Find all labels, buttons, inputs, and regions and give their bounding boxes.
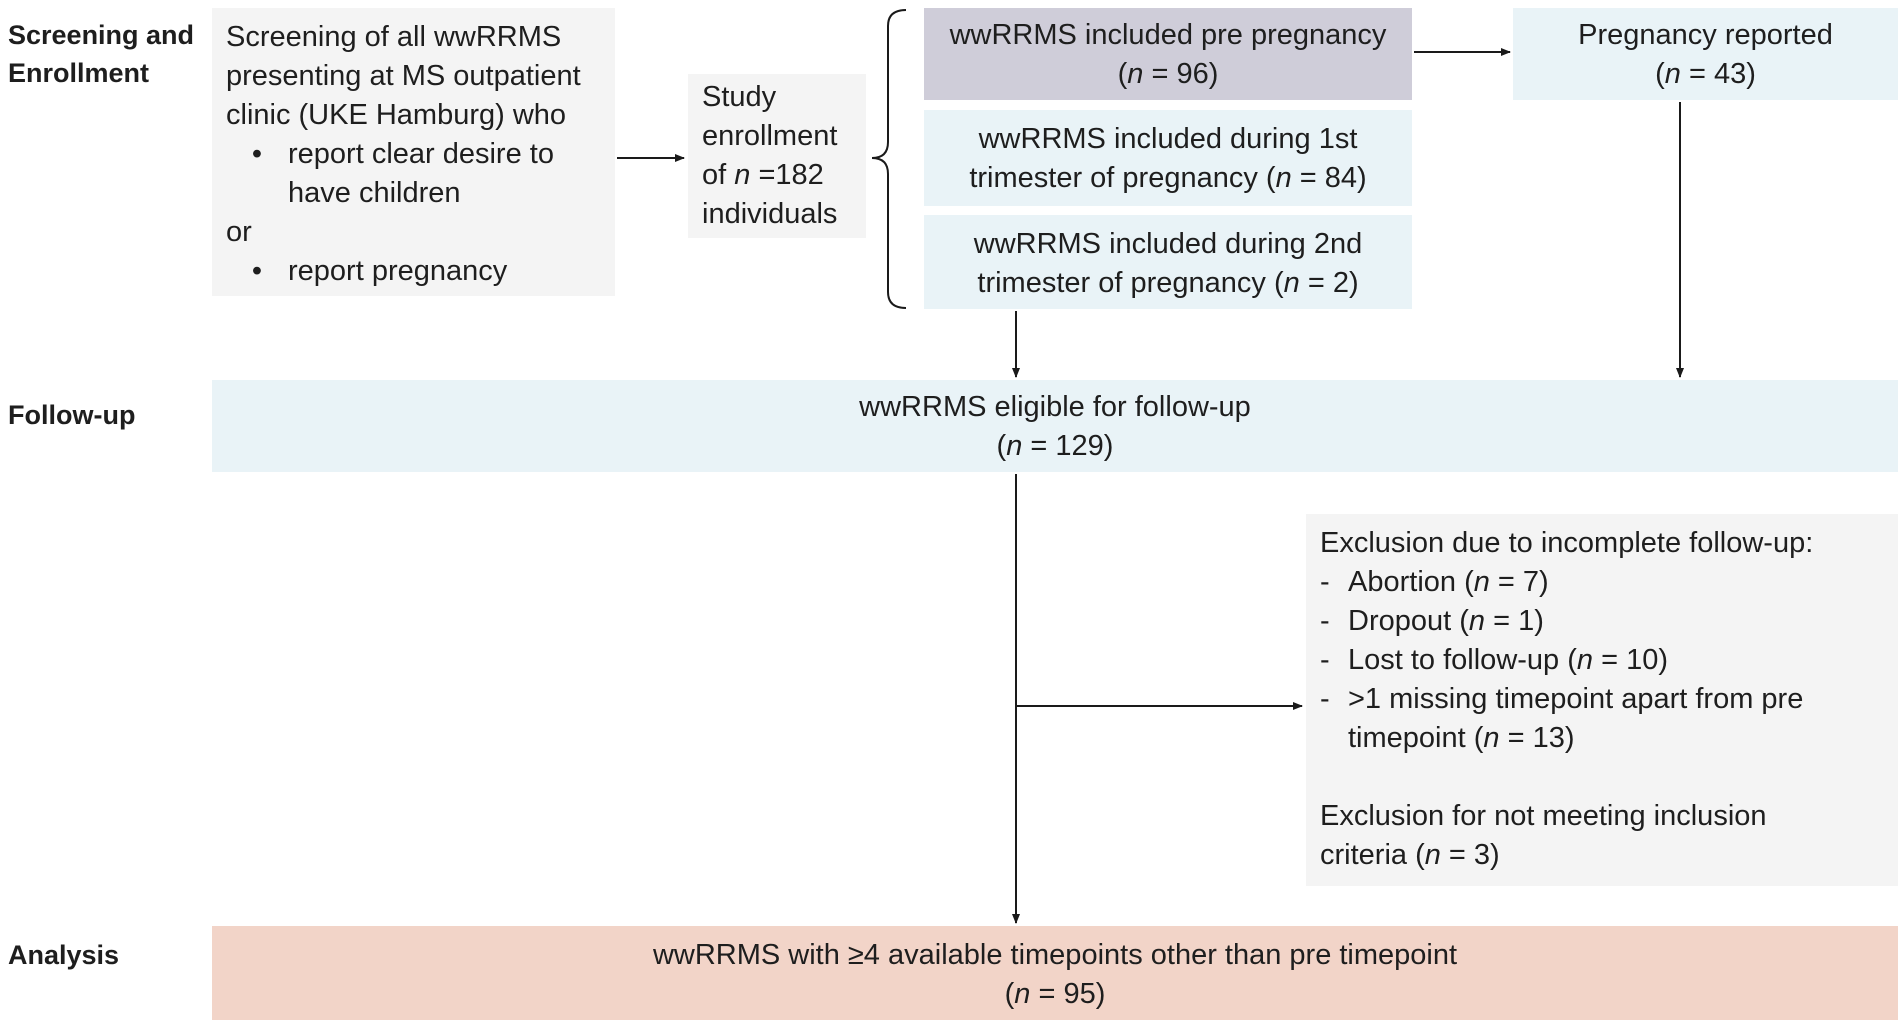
first-trimester-line2: trimester of pregnancy (n = 84) <box>969 162 1367 194</box>
exclusion-box: Exclusion due to incomplete follow-up: -… <box>1306 514 1898 886</box>
exclusion-item: - Dropout (n = 1) <box>1320 605 1544 637</box>
pre-pregnancy-count: (n = 96) <box>1117 58 1219 90</box>
screening-line: presenting at MS outpatient <box>226 60 581 92</box>
second-trimester-line1: wwRRMS included during 2nd <box>973 228 1363 260</box>
bullet-text: report pregnancy <box>288 255 508 287</box>
exclusion-criteria-line1: Exclusion for not meeting inclusion <box>1320 800 1767 832</box>
enrollment-line: Study <box>702 81 777 113</box>
stage-label-screening-line1: Screening and <box>8 20 195 50</box>
bullet-icon: • <box>251 255 263 287</box>
exclusion-item: - Lost to follow-up (n = 10) <box>1320 644 1668 676</box>
pre-pregnancy-label: wwRRMS included pre pregnancy <box>949 19 1387 51</box>
screening-or: or <box>226 216 252 248</box>
followup-count: (n = 129) <box>996 430 1114 462</box>
exclusion-heading: Exclusion due to incomplete follow-up: <box>1320 527 1814 559</box>
bullet-text: report clear desire to <box>288 138 554 170</box>
exclusion-item: - Abortion (n = 7) <box>1320 566 1549 598</box>
first-trimester-line1: wwRRMS included during 1st <box>978 123 1358 155</box>
first-trimester-box: wwRRMS included during 1st trimester of … <box>924 110 1412 206</box>
screening-line: clinic (UKE Hamburg) who <box>226 99 567 131</box>
enrollment-line: individuals <box>702 198 838 230</box>
pregnancy-reported-box: Pregnancy reported (n = 43) <box>1513 8 1898 100</box>
enrollment-box: Study enrollment of n =182 individuals <box>688 74 866 238</box>
bullet-icon: • <box>251 138 263 170</box>
bullet-text: have children <box>288 177 461 209</box>
second-trimester-box: wwRRMS included during 2nd trimester of … <box>924 215 1412 309</box>
exclusion-item: - >1 missing timepoint apart from pre ti… <box>1320 683 1804 754</box>
pregnancy-reported-label: Pregnancy reported <box>1578 19 1833 51</box>
analysis-count: (n = 95) <box>1004 978 1106 1010</box>
pregnancy-reported-count: (n = 43) <box>1655 58 1756 90</box>
followup-box: wwRRMS eligible for follow-up (n = 129) <box>212 380 1898 472</box>
second-trimester-line2: trimester of pregnancy (n = 2) <box>977 267 1359 299</box>
screening-line: Screening of all wwRRMS <box>226 21 562 53</box>
analysis-box: wwRRMS with ≥4 available timepoints othe… <box>212 926 1898 1020</box>
screening-box: Screening of all wwRRMS presenting at MS… <box>212 8 615 296</box>
pre-pregnancy-box: wwRRMS included pre pregnancy (n = 96) <box>924 8 1412 100</box>
screening-bullet-1: • report clear desire to have children <box>226 135 615 213</box>
stage-label-screening: Screening and Enrollment <box>8 16 194 92</box>
followup-label: wwRRMS eligible for follow-up <box>859 391 1251 423</box>
exclusion-criteria-line2: criteria (n = 3) <box>1320 839 1500 871</box>
screening-bullet-2: • report pregnancy <box>226 252 615 291</box>
brace-shape <box>871 9 907 309</box>
enrollment-line: of n =182 <box>702 159 824 191</box>
stage-label-screening-line2: Enrollment <box>8 58 150 88</box>
stage-label-followup: Follow-up <box>8 400 136 430</box>
analysis-label: wwRRMS with ≥4 available timepoints othe… <box>652 939 1458 971</box>
enrollment-line: enrollment <box>702 120 838 152</box>
stage-label-analysis: Analysis <box>8 940 120 970</box>
